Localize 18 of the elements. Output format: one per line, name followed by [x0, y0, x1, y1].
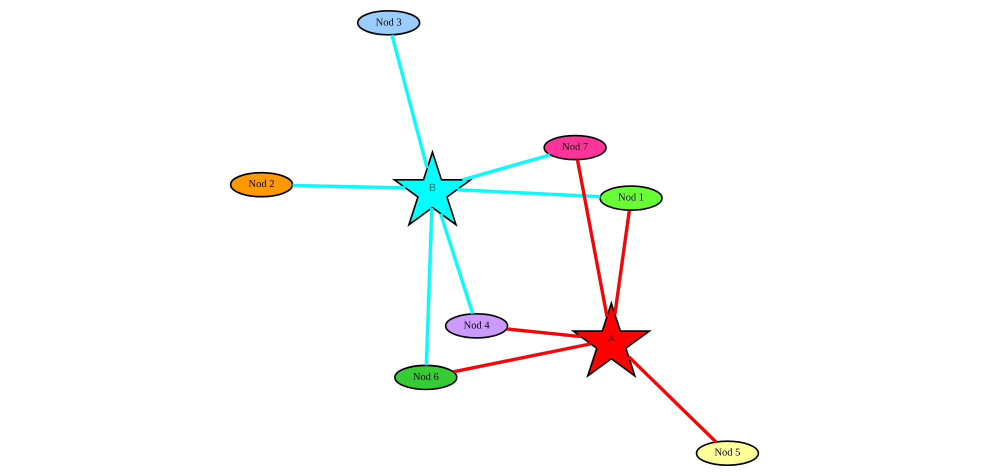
connector — [390, 34, 428, 169]
connector — [506, 327, 580, 338]
node-ellipse: Nod 3 — [356, 10, 420, 36]
node-ellipse: Nod 4 — [444, 313, 508, 339]
node-ellipse: Nod 1 — [598, 185, 662, 211]
connector — [627, 355, 717, 444]
node-ellipse: Nod 7 — [542, 134, 606, 160]
connector — [424, 208, 433, 366]
node-ellipse: Nod 6 — [394, 364, 458, 390]
connector — [456, 188, 600, 198]
connector — [438, 213, 474, 314]
connector — [575, 159, 608, 317]
connector — [452, 342, 591, 374]
node-ellipse: Nod 5 — [695, 440, 759, 466]
connector — [461, 153, 550, 182]
connector — [292, 184, 405, 190]
connector — [612, 210, 630, 314]
node-ellipse: Nod 2 — [229, 172, 293, 198]
